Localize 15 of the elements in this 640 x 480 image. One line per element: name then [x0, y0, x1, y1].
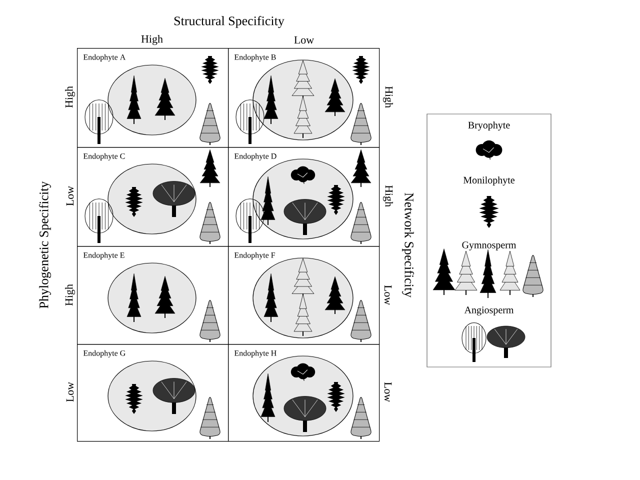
cell-box: Endophyte E [77, 246, 229, 345]
axis-label: Phylogenetic Specificity [39, 181, 51, 308]
cell-box: Endophyte A [77, 48, 229, 148]
cell-box: Endophyte C [77, 147, 229, 247]
legend-text: Angiosperm [464, 306, 514, 316]
cell-box: Endophyte D [228, 147, 380, 247]
legend-text: Gymnosperm [462, 242, 516, 250]
cell-box: Endophyte H [228, 344, 380, 442]
cell-box: Endophyte G [77, 344, 229, 442]
cell-box: Endophyte B [228, 48, 380, 148]
axis-label: Structural Specificity [174, 16, 284, 28]
legend-text: Bryophyte [468, 121, 510, 131]
axis-label: Network Specificity [402, 192, 414, 298]
cell-box: Endophyte F [228, 246, 380, 345]
legend-text: Monilophyte [463, 176, 514, 186]
